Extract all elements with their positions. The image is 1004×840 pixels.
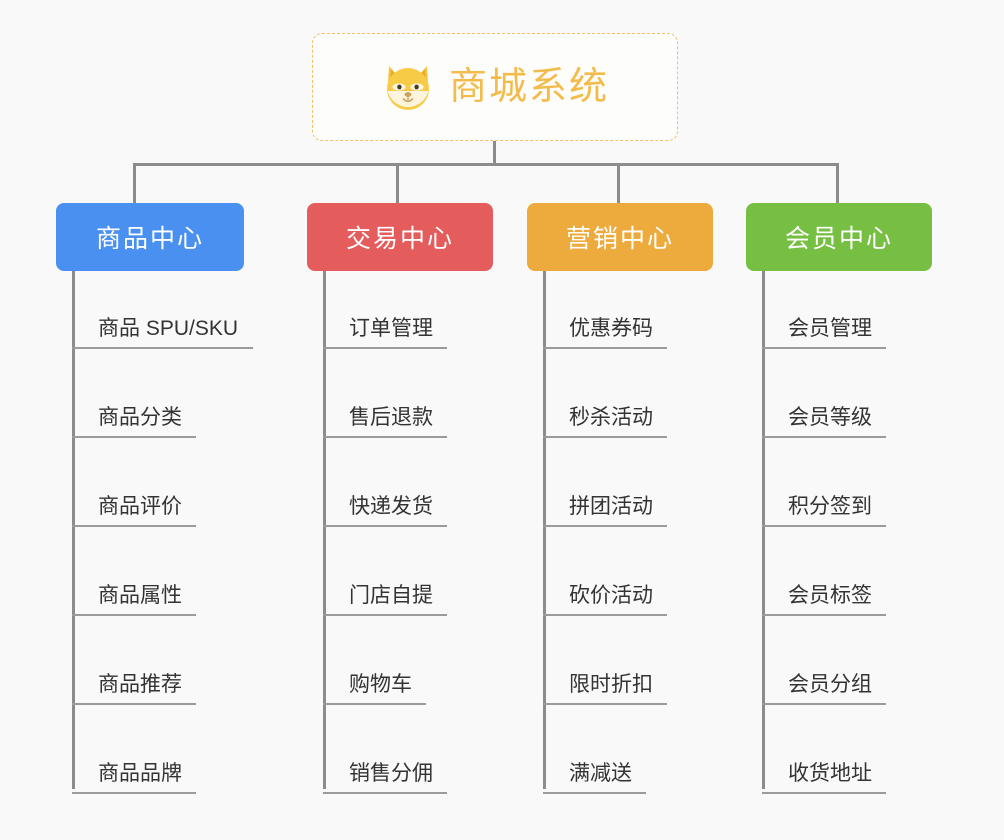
leaf-rule [543, 347, 667, 349]
branch-header-4[interactable]: 会员中心 [746, 203, 932, 271]
branch-header-3[interactable]: 营销中心 [527, 203, 713, 271]
leaf-item[interactable]: 商品评价 [72, 438, 196, 527]
leaf-label: 购物车 [349, 672, 412, 696]
leaf-rule [543, 525, 667, 527]
leaf-item[interactable]: 订单管理 [323, 277, 447, 349]
leaf-label: 商品品牌 [98, 761, 182, 785]
leaf-item[interactable]: 积分签到 [762, 438, 886, 527]
leaf-label: 满减送 [569, 761, 632, 785]
connector-horizontal-bus [133, 163, 839, 166]
leaf-label: 商品属性 [98, 583, 182, 607]
leaf-label: 会员标签 [788, 583, 872, 607]
leaf-rule [543, 436, 667, 438]
leaf-rule [762, 436, 886, 438]
leaf-label: 砍价活动 [569, 583, 653, 607]
leaf-item[interactable]: 优惠券码 [543, 277, 667, 349]
leaf-item[interactable]: 砍价活动 [543, 527, 667, 616]
leaf-item[interactable]: 售后退款 [323, 349, 447, 438]
leaf-rule [72, 614, 196, 616]
leaf-rule [762, 703, 886, 705]
leaf-item[interactable]: 会员管理 [762, 277, 886, 349]
leaf-rule [72, 347, 253, 349]
leaf-rule [762, 525, 886, 527]
branch-header-label-1: 商品中心 [95, 225, 204, 253]
leaf-rule [323, 703, 426, 705]
shiba-dog-face-icon [381, 62, 435, 112]
leaf-item[interactable]: 销售分佣 [323, 705, 447, 794]
leaf-label: 商品分类 [98, 405, 182, 429]
leaf-label: 商品 SPU/SKU [98, 316, 239, 340]
branch-trunk-3 [543, 271, 546, 789]
leaf-label: 会员等级 [788, 405, 872, 429]
leaf-rule [543, 792, 646, 794]
leaf-item[interactable]: 秒杀活动 [543, 349, 667, 438]
branch-trunk-1 [72, 271, 75, 789]
leaf-rule [323, 614, 447, 616]
leaf-rule [762, 347, 886, 349]
leaf-label: 收货地址 [788, 761, 872, 785]
leaf-item[interactable]: 商品推荐 [72, 616, 196, 705]
leaf-label: 门店自提 [349, 583, 433, 607]
branch-header-label-3: 营销中心 [565, 225, 674, 253]
branch-trunk-4 [762, 271, 765, 789]
leaf-rule [762, 614, 886, 616]
leaf-rule [72, 436, 196, 438]
leaf-label: 优惠券码 [569, 316, 653, 340]
branch-header-label-2: 交易中心 [345, 225, 454, 253]
leaf-rule [72, 792, 196, 794]
leaf-rule [323, 525, 447, 527]
leaf-item[interactable]: 会员标签 [762, 527, 886, 616]
leaf-rule [72, 525, 196, 527]
leaf-label: 售后退款 [349, 405, 433, 429]
leaf-item[interactable]: 拼团活动 [543, 438, 667, 527]
leaf-label: 限时折扣 [569, 672, 653, 696]
leaf-label: 秒杀活动 [569, 405, 653, 429]
branch-header-label-4: 会员中心 [784, 225, 893, 253]
connector-drop-4 [836, 163, 839, 205]
leaf-item[interactable]: 会员分组 [762, 616, 886, 705]
leaf-label: 商品评价 [98, 494, 182, 518]
leaf-item[interactable]: 收货地址 [762, 705, 886, 794]
leaf-item[interactable]: 商品属性 [72, 527, 196, 616]
leaf-item[interactable]: 购物车 [323, 616, 426, 705]
leaf-label: 快递发货 [349, 494, 433, 518]
leaf-label: 商品推荐 [98, 672, 182, 696]
leaf-label: 销售分佣 [349, 761, 433, 785]
leaf-label: 会员管理 [788, 316, 872, 340]
leaf-item[interactable]: 商品品牌 [72, 705, 196, 794]
connector-drop-1 [133, 163, 136, 205]
leaf-item[interactable]: 会员等级 [762, 349, 886, 438]
leaf-rule [543, 614, 667, 616]
leaf-item[interactable]: 商品 SPU/SKU [72, 277, 253, 349]
leaf-rule [323, 347, 447, 349]
leaf-rule [72, 703, 196, 705]
leaf-item[interactable]: 限时折扣 [543, 616, 667, 705]
leaf-rule [323, 436, 447, 438]
leaf-item[interactable]: 快递发货 [323, 438, 447, 527]
connector-drop-2 [396, 163, 399, 205]
leaf-rule [543, 703, 667, 705]
leaf-label: 积分签到 [788, 494, 872, 518]
branch-trunk-2 [323, 271, 326, 789]
leaf-label: 会员分组 [788, 672, 872, 696]
branch-header-1[interactable]: 商品中心 [56, 203, 244, 271]
leaf-label: 拼团活动 [569, 494, 653, 518]
root-title: 商城系统 [448, 66, 609, 108]
connector-root-stem [493, 141, 496, 165]
branch-header-2[interactable]: 交易中心 [307, 203, 493, 271]
leaf-item[interactable]: 满减送 [543, 705, 646, 794]
connector-drop-3 [617, 163, 620, 205]
leaf-label: 订单管理 [349, 316, 433, 340]
leaf-item[interactable]: 门店自提 [323, 527, 447, 616]
root-node[interactable]: 商城系统 [312, 33, 678, 141]
leaf-item[interactable]: 商品分类 [72, 349, 196, 438]
leaf-rule [762, 792, 886, 794]
leaf-rule [323, 792, 447, 794]
